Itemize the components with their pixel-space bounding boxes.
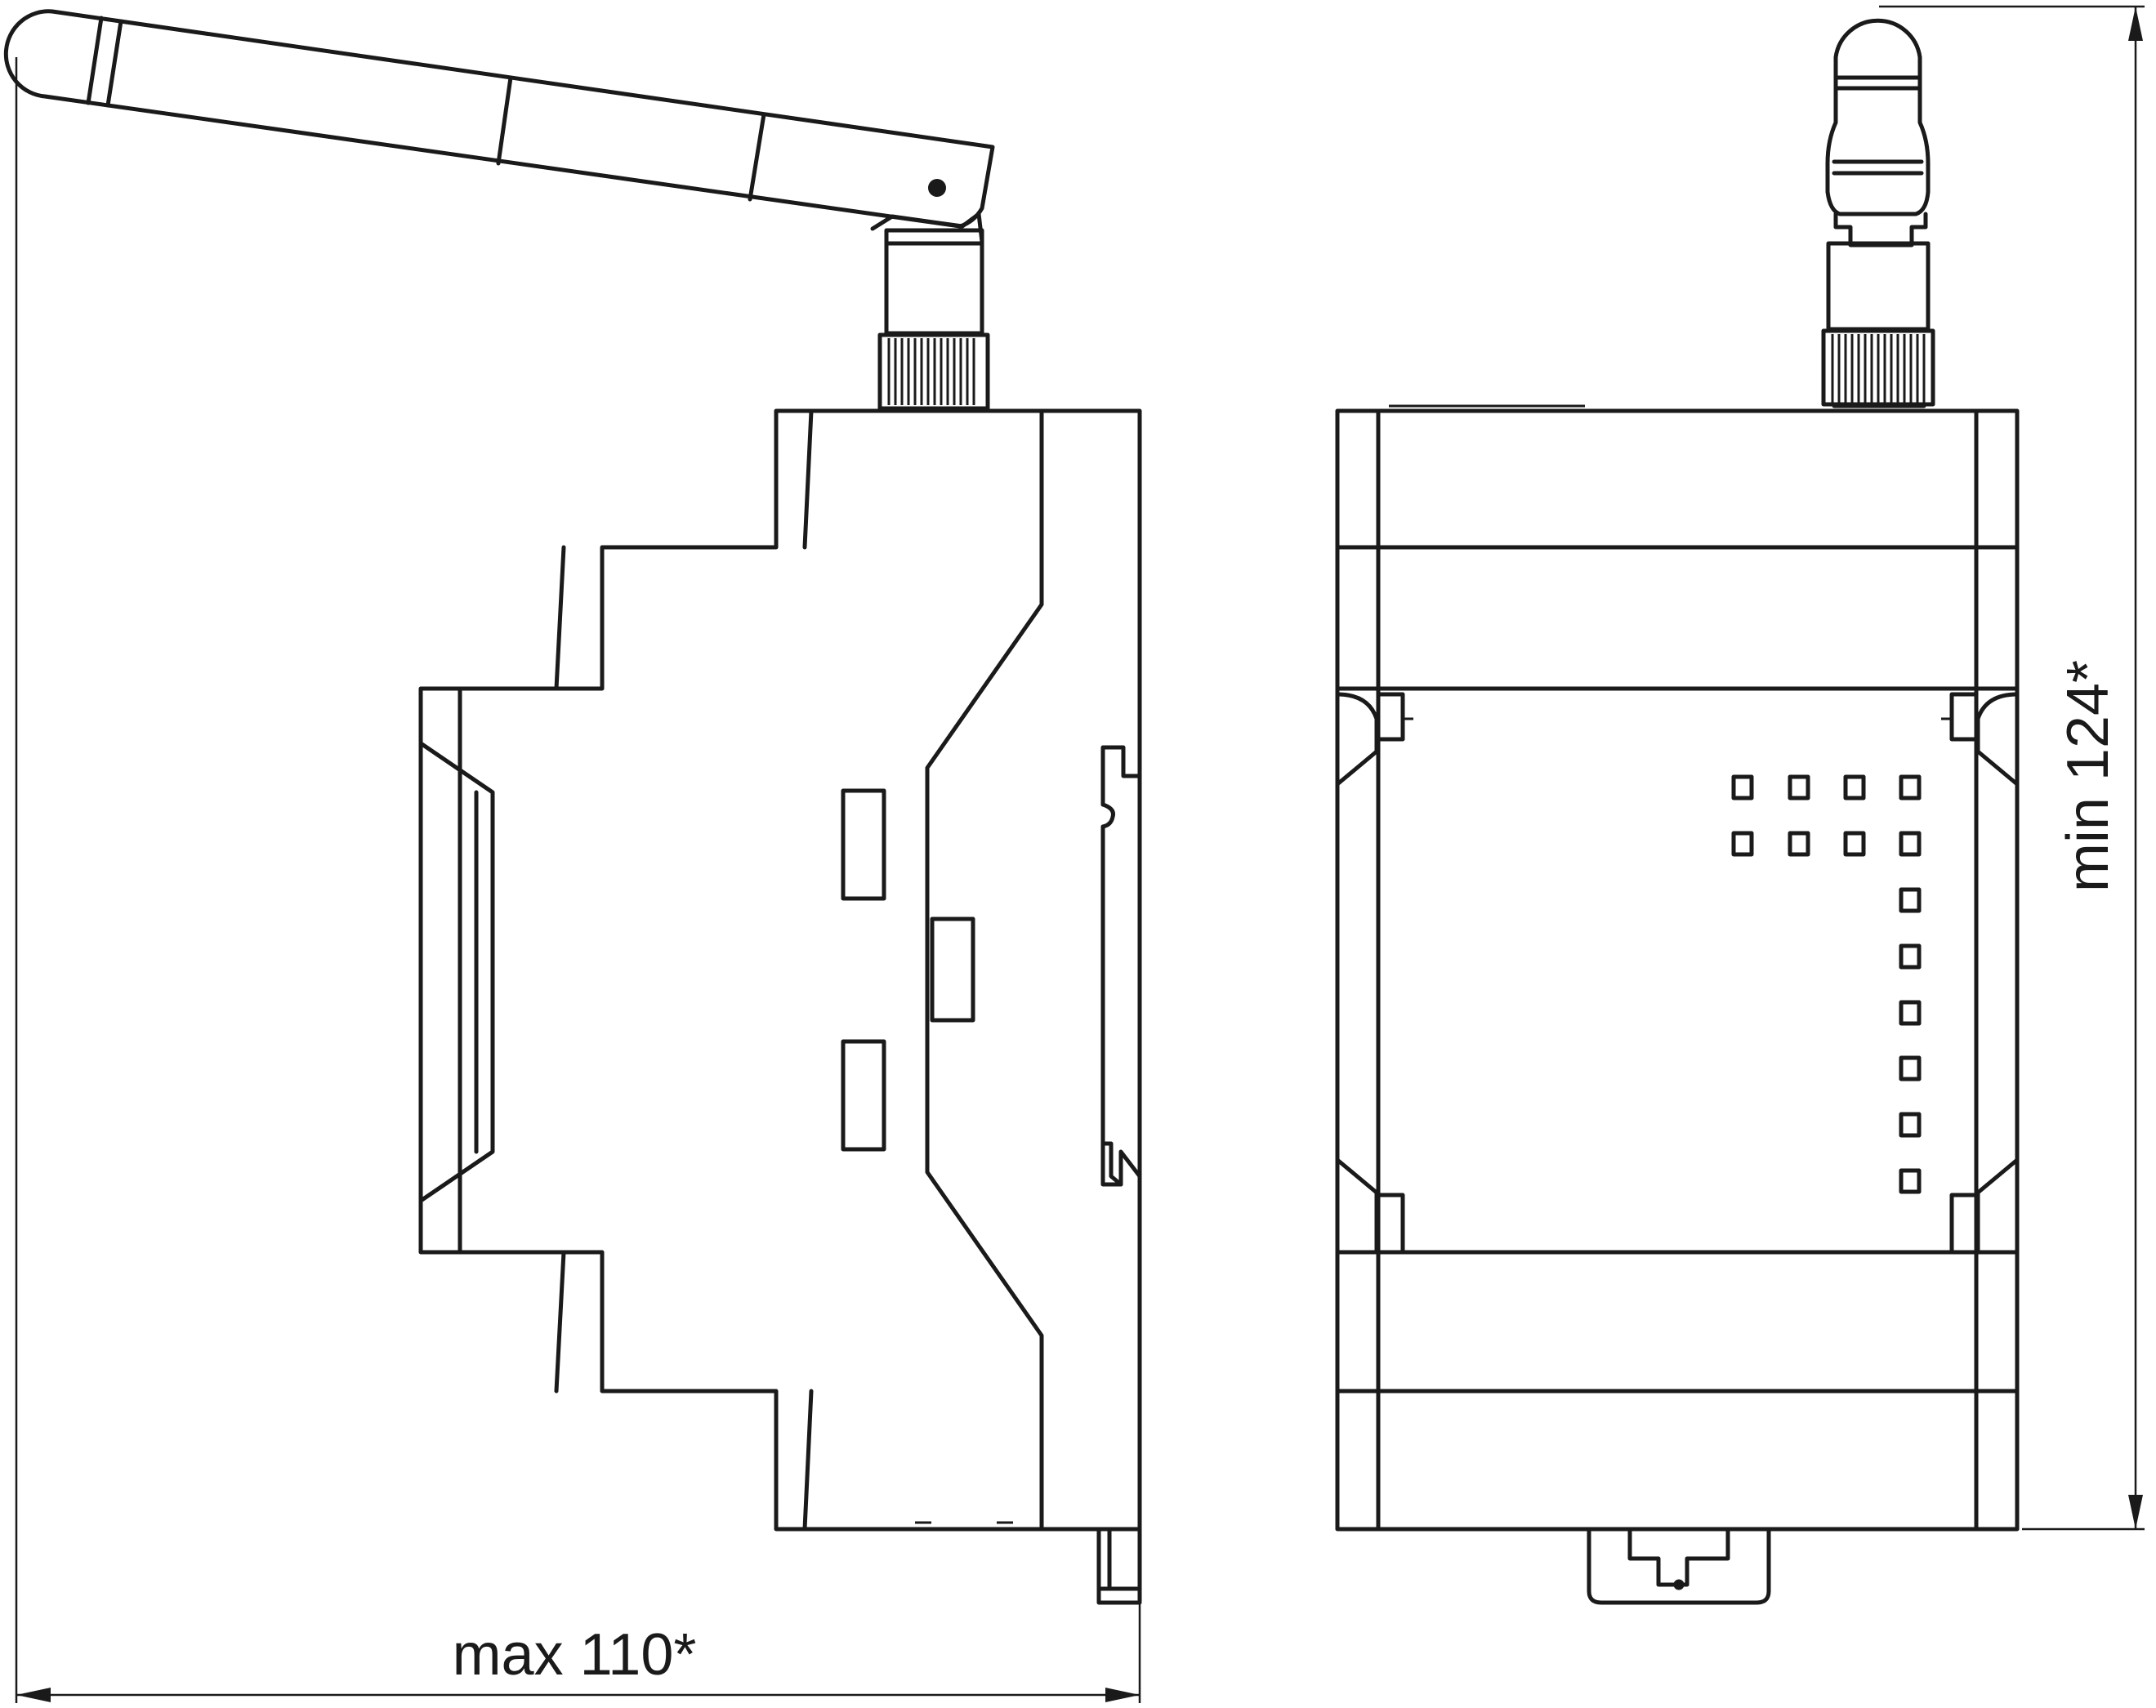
front-view [1335,18,2020,1605]
front-antenna [1821,18,1935,408]
width-dimension-label: max 110* [453,1622,697,1688]
led-indicator [1899,1000,1922,1026]
side-view [3,9,1142,1605]
led-indicator [1843,774,1866,800]
led-indicator [1731,774,1754,800]
led-indicator [1843,831,1866,857]
front-housing [1335,404,2020,1605]
led-indicators [1731,774,1922,1194]
led-indicator [1731,831,1754,857]
height-dimension-label: min 124* [2056,660,2121,892]
led-indicator [1788,831,1810,857]
led-indicator [1899,943,1922,970]
led-indicator [1899,831,1922,857]
led-indicator [1899,1055,1922,1081]
led-indicator [1899,774,1922,800]
led-indicator [1788,774,1810,800]
dimension-width: max 110* [15,57,1141,1703]
front-knurl [1831,334,1926,403]
side-knurl [887,338,975,405]
side-antenna [3,9,995,411]
side-housing [418,408,1142,1605]
dimension-height: min 124* [1879,5,2145,1531]
led-indicator [1899,1168,1922,1194]
led-indicator [1899,887,1922,913]
led-indicator [1899,1112,1922,1138]
